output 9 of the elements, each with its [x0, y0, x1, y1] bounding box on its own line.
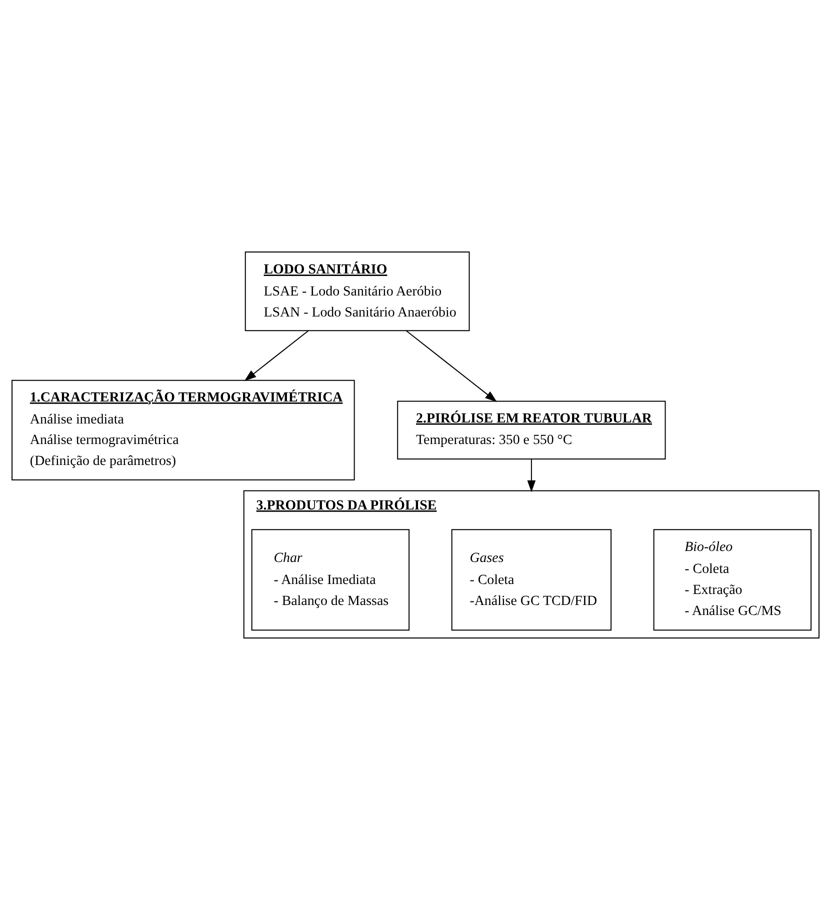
- arrow: [527, 458, 536, 492]
- arrow: [244, 330, 309, 382]
- node-box: Gases - Coleta -Análise GC TCD/FID: [451, 529, 612, 631]
- node-box: Bio-óleo - Coleta - Extração - Análise GC/MS: [653, 529, 812, 631]
- node-box: 2.PIRÓLISE EM REATOR TUBULAR Temperaturas: 350 e 550 °C: [397, 400, 666, 460]
- node-box: LODO SANITÁRIO LSAE - Lodo Sanitário Aeróbio LSAN - Lodo Sanitário Anaeróbio: [244, 251, 470, 332]
- node-box: Char - Análise Imediata - Balanço de Massas: [251, 529, 410, 631]
- node-box: 1.CARACTERIZAÇÃO TERMOGRAVIMÉTRICA Análise imediata Análise termogravimétrica (Definição de parâmetros): [12, 380, 355, 480]
- arrow: [406, 330, 497, 402]
